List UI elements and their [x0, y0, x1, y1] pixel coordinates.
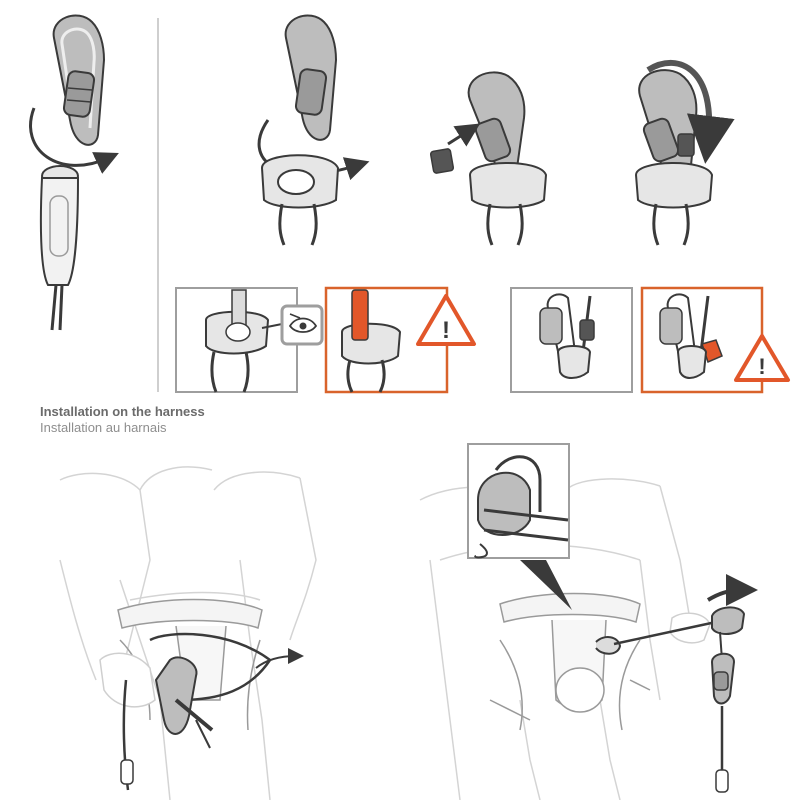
- warning-triangle-icon: !: [734, 334, 790, 382]
- caption-english: Installation on the harness: [40, 404, 205, 419]
- climber-silhouette-right: [419, 478, 691, 800]
- rotation-arrow-4: [646, 59, 735, 164]
- carabiner-1: [52, 14, 106, 146]
- lanyard-connector-4: [634, 162, 714, 246]
- carabiner-right-top: [711, 606, 746, 635]
- harness-scene-right: [419, 443, 758, 800]
- carabiner-4: [638, 69, 698, 187]
- lanyard-end-1: [39, 165, 80, 331]
- step-1-figure: [29, 14, 119, 331]
- pull-arrow-right: [706, 574, 758, 607]
- warning-symbol: !: [758, 354, 765, 379]
- direction-arrow-left: [255, 648, 304, 669]
- caption-french: Installation au harnais: [40, 419, 167, 435]
- lanyard-end-right: [715, 769, 729, 793]
- lanyard-end-left: [120, 759, 134, 785]
- check-panel-4-wrong: !: [640, 286, 790, 394]
- lanyard-connector-3: [468, 162, 548, 246]
- motion-arrow-3: [447, 123, 481, 147]
- check-panel-3-correct: [510, 287, 633, 393]
- warning-symbol: !: [442, 317, 450, 344]
- section-caption: Installation on the harness Installation…: [40, 404, 205, 435]
- lanyard-right: [613, 620, 717, 646]
- harness-scene-left: [59, 466, 317, 800]
- rotation-arrow-1: [29, 107, 119, 174]
- step-4-figure: [634, 59, 735, 246]
- step-3-figure: [429, 71, 548, 246]
- keeper-piece-3: [429, 148, 455, 174]
- check-panel-2-wrong: !: [324, 286, 476, 394]
- hand-left: [99, 652, 156, 708]
- warning-triangle-icon: !: [416, 294, 476, 346]
- eye-icon: [280, 304, 324, 346]
- check-panel-1-correct: [175, 287, 324, 393]
- girth-hitch-knot: [595, 636, 622, 655]
- lanyard-connector-2: [260, 154, 340, 246]
- carabiner-left: [154, 656, 214, 749]
- carabiner-right-middle: [710, 652, 736, 705]
- carabiner-2: [284, 14, 338, 141]
- carabiner-3: [467, 71, 526, 187]
- step-2-figure: [257, 14, 370, 246]
- knot-detail-inset: [467, 443, 572, 610]
- harness-right: [489, 592, 651, 731]
